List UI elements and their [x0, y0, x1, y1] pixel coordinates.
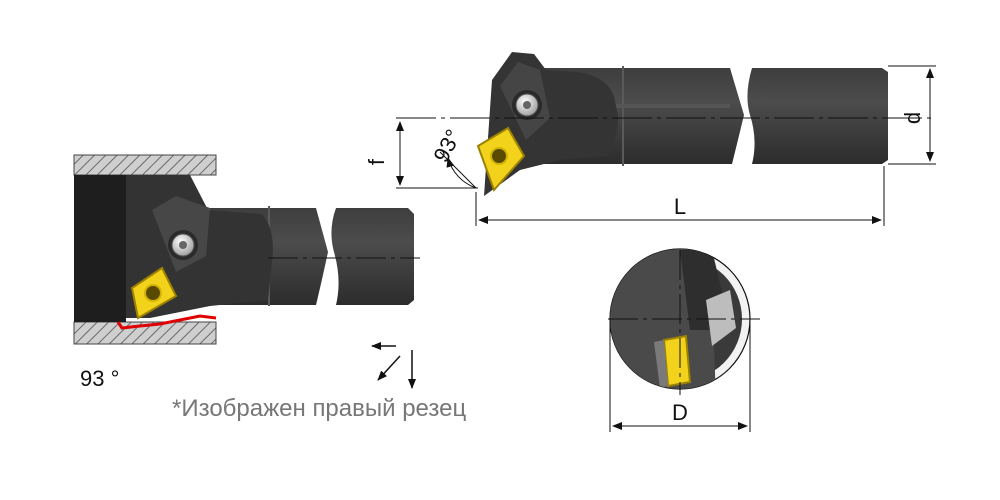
caption: *Изображен правый резец — [172, 395, 466, 422]
bore-section-view: 93 ° — [73, 154, 420, 391]
angle-bottom-label: 93 ° — [80, 366, 119, 391]
bore-screw-icon — [168, 230, 198, 260]
feed-arrows-icon — [371, 342, 416, 389]
top-tool-view: f d L 93° — [364, 52, 936, 226]
dim-L-label: L — [674, 194, 686, 219]
top-screw-icon — [512, 90, 542, 120]
workpiece-wall-top — [73, 154, 217, 176]
end-view: D — [608, 248, 760, 432]
cut-path — [116, 314, 217, 330]
dim-d-label: d — [900, 112, 925, 124]
bore-insert — [130, 266, 178, 320]
end-view-insert — [662, 334, 692, 388]
dim-D-label: D — [672, 400, 688, 425]
dim-f-label: f — [364, 158, 389, 165]
workpiece-wall-bottom — [73, 321, 217, 345]
angle-top-label: 93° — [428, 125, 466, 166]
top-insert — [476, 126, 526, 192]
